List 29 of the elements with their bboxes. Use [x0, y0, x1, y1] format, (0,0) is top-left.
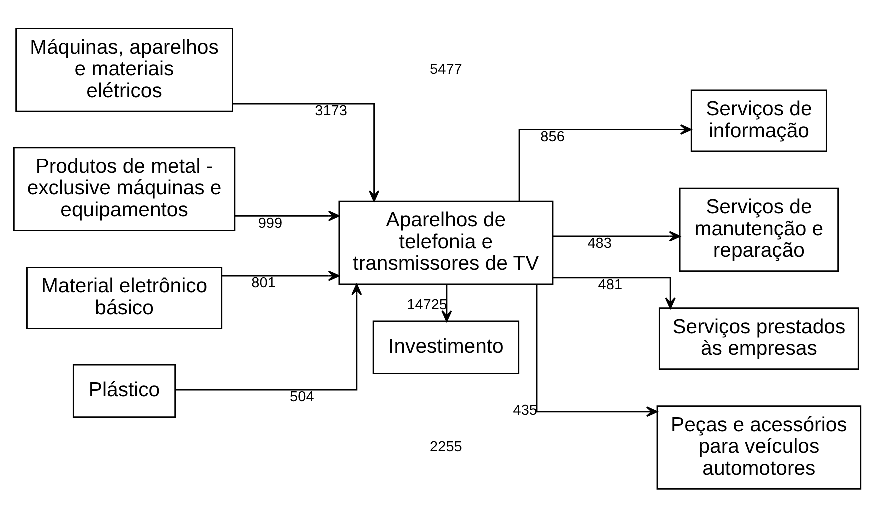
edge-label: 435 [513, 402, 538, 418]
arrow [553, 276, 676, 309]
edge-label: 3173 [315, 103, 348, 120]
node-box: Produtos de metal - exclusive máquinas e equipamentos [13, 146, 236, 231]
arrow [176, 284, 362, 390]
node-box: Máquinas, aparelhos e materiais elétricos [16, 28, 234, 112]
node-box: Serviços de manutenção e reparação [679, 187, 840, 272]
label: 2255 [430, 438, 462, 455]
node-box: Serviços prestados às empresas [658, 307, 860, 370]
node-box: Serviços de informação [690, 89, 828, 152]
arrow [222, 270, 340, 281]
node-box: Aparelhos de telefonia e transmissores de TV [338, 200, 554, 285]
arrow [235, 210, 340, 221]
edge-label: 504 [290, 389, 314, 406]
edge-label: 483 [588, 236, 612, 252]
arrow [518, 124, 692, 201]
edge-label: 856 [540, 128, 565, 145]
node-box: Material eletrônico básico [26, 266, 223, 329]
arrow [553, 230, 681, 242]
arrow [536, 284, 658, 417]
node-box: Investimento [372, 320, 520, 374]
node-box: Plástico [72, 364, 176, 418]
node-box: Peças e acessórios para veículos automotores [656, 405, 862, 490]
label: 5477 [430, 61, 462, 78]
edge-label: 999 [258, 215, 283, 232]
arrow [442, 284, 452, 322]
edge-label: 481 [598, 277, 623, 293]
edge-label: 801 [252, 275, 276, 292]
arrow [233, 102, 380, 202]
